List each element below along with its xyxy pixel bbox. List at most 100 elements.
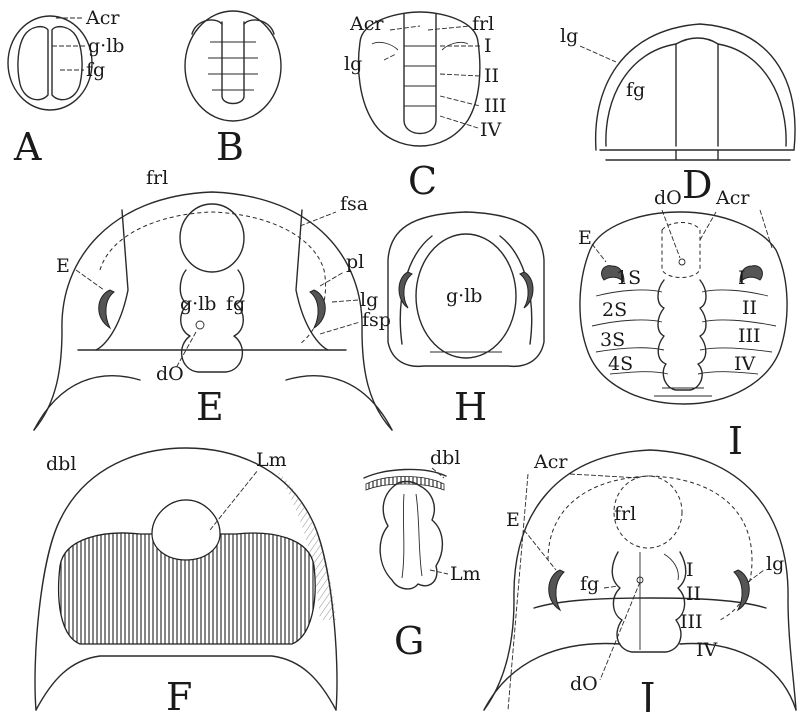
panel-j-letter: J bbox=[636, 675, 655, 712]
panel-e-letter: E bbox=[196, 385, 224, 429]
panel-h: g·lb H bbox=[388, 212, 544, 429]
panel-i-acr-label: Acr bbox=[715, 187, 750, 209]
panel-d-letter: D bbox=[682, 163, 712, 207]
panel-g-letter: G bbox=[394, 619, 424, 663]
panel-e-dorsal-organ bbox=[196, 321, 204, 329]
panel-j-glabella-detail bbox=[664, 554, 678, 580]
panel-f: dbl Lm F bbox=[35, 448, 337, 712]
panel-j-fg-label: fg bbox=[580, 573, 599, 595]
panel-c-r2-leader bbox=[440, 74, 480, 76]
panel-e-frl-label: frl bbox=[146, 167, 168, 189]
panel-e-left-eye bbox=[99, 290, 114, 328]
panel-d: lg fg D bbox=[560, 24, 795, 207]
panel-j-do-label: dO bbox=[570, 673, 598, 695]
panel-i-r4-label: IV bbox=[734, 353, 756, 375]
panel-f-lm-label: Lm bbox=[256, 449, 287, 471]
panel-d-right-cheek bbox=[718, 44, 786, 146]
panel-a-outline bbox=[8, 16, 92, 110]
panel-e-pl-label: pl bbox=[346, 251, 364, 273]
panel-e-fsp-label: fsp bbox=[362, 309, 391, 331]
panel-a-acr-label: Acr bbox=[85, 7, 120, 29]
panel-c-r3-leader bbox=[440, 96, 480, 106]
panel-j-lg-label: lg bbox=[766, 553, 784, 575]
panel-i-e-label: E bbox=[578, 227, 592, 249]
panel-a-left-cheek bbox=[18, 27, 48, 100]
panel-b-letter: B bbox=[216, 125, 244, 169]
panel-e-fsa-label: fsa bbox=[340, 193, 368, 215]
panel-g-dbl-leader bbox=[432, 468, 444, 478]
panel-e-lg-label: lg bbox=[360, 289, 378, 311]
panel-b-outline bbox=[185, 11, 281, 121]
panel-i-r1-label: I bbox=[738, 267, 746, 289]
panel-g-lm-label: Lm bbox=[450, 563, 481, 585]
panel-j-r1-label: I bbox=[686, 559, 694, 581]
panel-i-frontal-lobe bbox=[662, 223, 700, 278]
panel-i-s2-label: 2S bbox=[602, 299, 627, 321]
panel-c-lg-label: lg bbox=[344, 53, 362, 75]
panel-i-dorsal-organ bbox=[679, 259, 685, 265]
panel-i-occipital bbox=[654, 388, 712, 396]
panel-g-hypostome bbox=[380, 482, 442, 589]
panel-e-frontal-lobe bbox=[180, 204, 244, 272]
panel-j-r3-label: III bbox=[680, 611, 703, 633]
panel-g-median-lines bbox=[402, 494, 422, 578]
panel-i-e-leader bbox=[592, 244, 606, 262]
panel-a-glb-label: g·lb bbox=[88, 35, 124, 57]
panel-e-right-eye bbox=[310, 290, 325, 328]
panel-h-letter: H bbox=[454, 385, 487, 429]
panel-e-e-leader bbox=[76, 270, 104, 290]
panel-j-do-leader bbox=[600, 582, 640, 680]
panel-f-median-body bbox=[152, 500, 220, 560]
panel-j-e-label: E bbox=[506, 509, 520, 531]
panel-d-fg-label: fg bbox=[626, 79, 645, 101]
panel-d-lg-leader bbox=[580, 46, 616, 62]
panel-c-r2-label: II bbox=[484, 65, 499, 87]
panel-f-dbl-label: dbl bbox=[46, 453, 76, 475]
panel-c: Acr lg frl I II III IV C bbox=[344, 12, 507, 203]
panel-e-e-label: E bbox=[56, 255, 70, 277]
panel-a-letter: A bbox=[13, 125, 42, 169]
panel-j-fg-leader bbox=[604, 586, 618, 588]
panel-e-dashed-arc bbox=[100, 212, 326, 344]
panel-e-glabella bbox=[180, 270, 244, 372]
panel-e-lg-leader bbox=[332, 300, 358, 302]
panel-b-glabella bbox=[222, 22, 244, 104]
panel-g-dbl-label: dbl bbox=[430, 447, 460, 469]
panel-i-r3-label: III bbox=[738, 325, 761, 347]
panel-i-furrow-1 bbox=[596, 290, 768, 296]
panel-i-letter: I bbox=[728, 419, 743, 463]
panel-f-letter: F bbox=[166, 675, 192, 712]
panel-j-glabella bbox=[612, 552, 686, 652]
panel-j-frl-label: frl bbox=[614, 503, 636, 525]
panel-i-r2-label: II bbox=[742, 297, 757, 319]
panel-c-letter: C bbox=[408, 159, 437, 203]
panel-i-do-leader bbox=[662, 210, 680, 258]
panel-c-lg-leader bbox=[384, 54, 396, 60]
panel-j-r2-label: II bbox=[686, 583, 701, 605]
panel-g-doublure bbox=[366, 477, 444, 491]
panel-c-r4-leader bbox=[440, 116, 478, 128]
panel-e-pl-leader bbox=[320, 272, 344, 286]
panel-a: Acr g·lb fg A bbox=[8, 7, 124, 169]
panel-c-r1-label: I bbox=[484, 35, 492, 57]
panel-c-r4-label: IV bbox=[480, 119, 502, 141]
panel-c-glabella bbox=[404, 14, 436, 134]
panel-e-glb-label: g·lb bbox=[180, 293, 216, 315]
panel-i-s1-label: 1S bbox=[616, 267, 641, 289]
panel-g-lm-leader bbox=[430, 570, 448, 574]
panel-f-lm-leader bbox=[210, 470, 258, 530]
panel-j-lg-leader bbox=[748, 570, 764, 582]
panel-b: B bbox=[185, 11, 281, 169]
panel-i-acr-leader bbox=[700, 212, 716, 240]
panel-a-fg-label: fg bbox=[86, 59, 105, 81]
panel-d-lg-label: lg bbox=[560, 25, 578, 47]
panel-d-occipital bbox=[600, 150, 794, 160]
panel-e-facial-sutures bbox=[96, 210, 328, 350]
panel-j-acr-label: Acr bbox=[533, 451, 568, 473]
panel-g: dbl Lm G bbox=[364, 447, 481, 663]
panel-a-right-cheek bbox=[52, 27, 82, 100]
panel-e-fg-label: fg bbox=[226, 293, 245, 315]
panel-c-frl-leader bbox=[428, 26, 470, 30]
panel-j-r4-label: IV bbox=[696, 639, 718, 661]
